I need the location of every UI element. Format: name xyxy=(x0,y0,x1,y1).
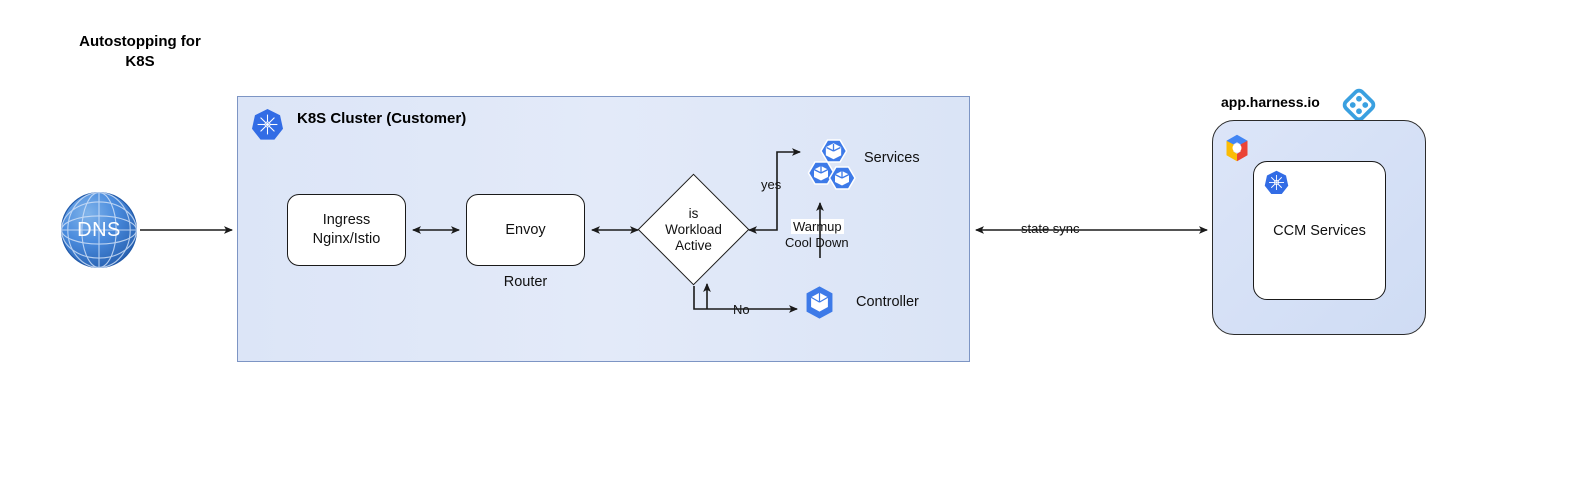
harness-url-label: app.harness.io xyxy=(1221,94,1320,110)
ccm-services-label: CCM Services xyxy=(1273,222,1366,239)
ingress-node[interactable]: Ingress Nginx/Istio xyxy=(287,194,406,266)
decision-label: is Workload Active xyxy=(665,206,722,253)
edge-label-cooldown: Cool Down xyxy=(785,235,849,250)
google-cloud-icon xyxy=(1222,133,1252,163)
edge-label-yes: yes xyxy=(761,177,782,192)
edge-label-state-sync: state sync xyxy=(1019,221,1082,236)
pod-icon xyxy=(802,285,837,320)
kubernetes-icon xyxy=(251,108,284,141)
page-title: Autostopping for K8S xyxy=(79,33,201,70)
dns-node: DNS xyxy=(60,191,138,269)
k8s-cluster-label: K8S Cluster (Customer) xyxy=(297,110,467,127)
controller-label: Controller xyxy=(856,294,919,310)
router-label: Router xyxy=(503,274,548,290)
dns-label: DNS xyxy=(77,218,121,241)
edge-label-warmup: Warmup xyxy=(791,219,844,234)
envoy-node[interactable]: Envoy xyxy=(466,194,585,266)
decision-node[interactable]: is Workload Active xyxy=(637,173,750,286)
edge-label-no: No xyxy=(733,302,750,317)
pods-stack-icon xyxy=(805,136,865,198)
services-label: Services xyxy=(864,150,920,166)
kubernetes-icon xyxy=(1264,170,1289,195)
harness-logo-icon xyxy=(1342,88,1376,122)
